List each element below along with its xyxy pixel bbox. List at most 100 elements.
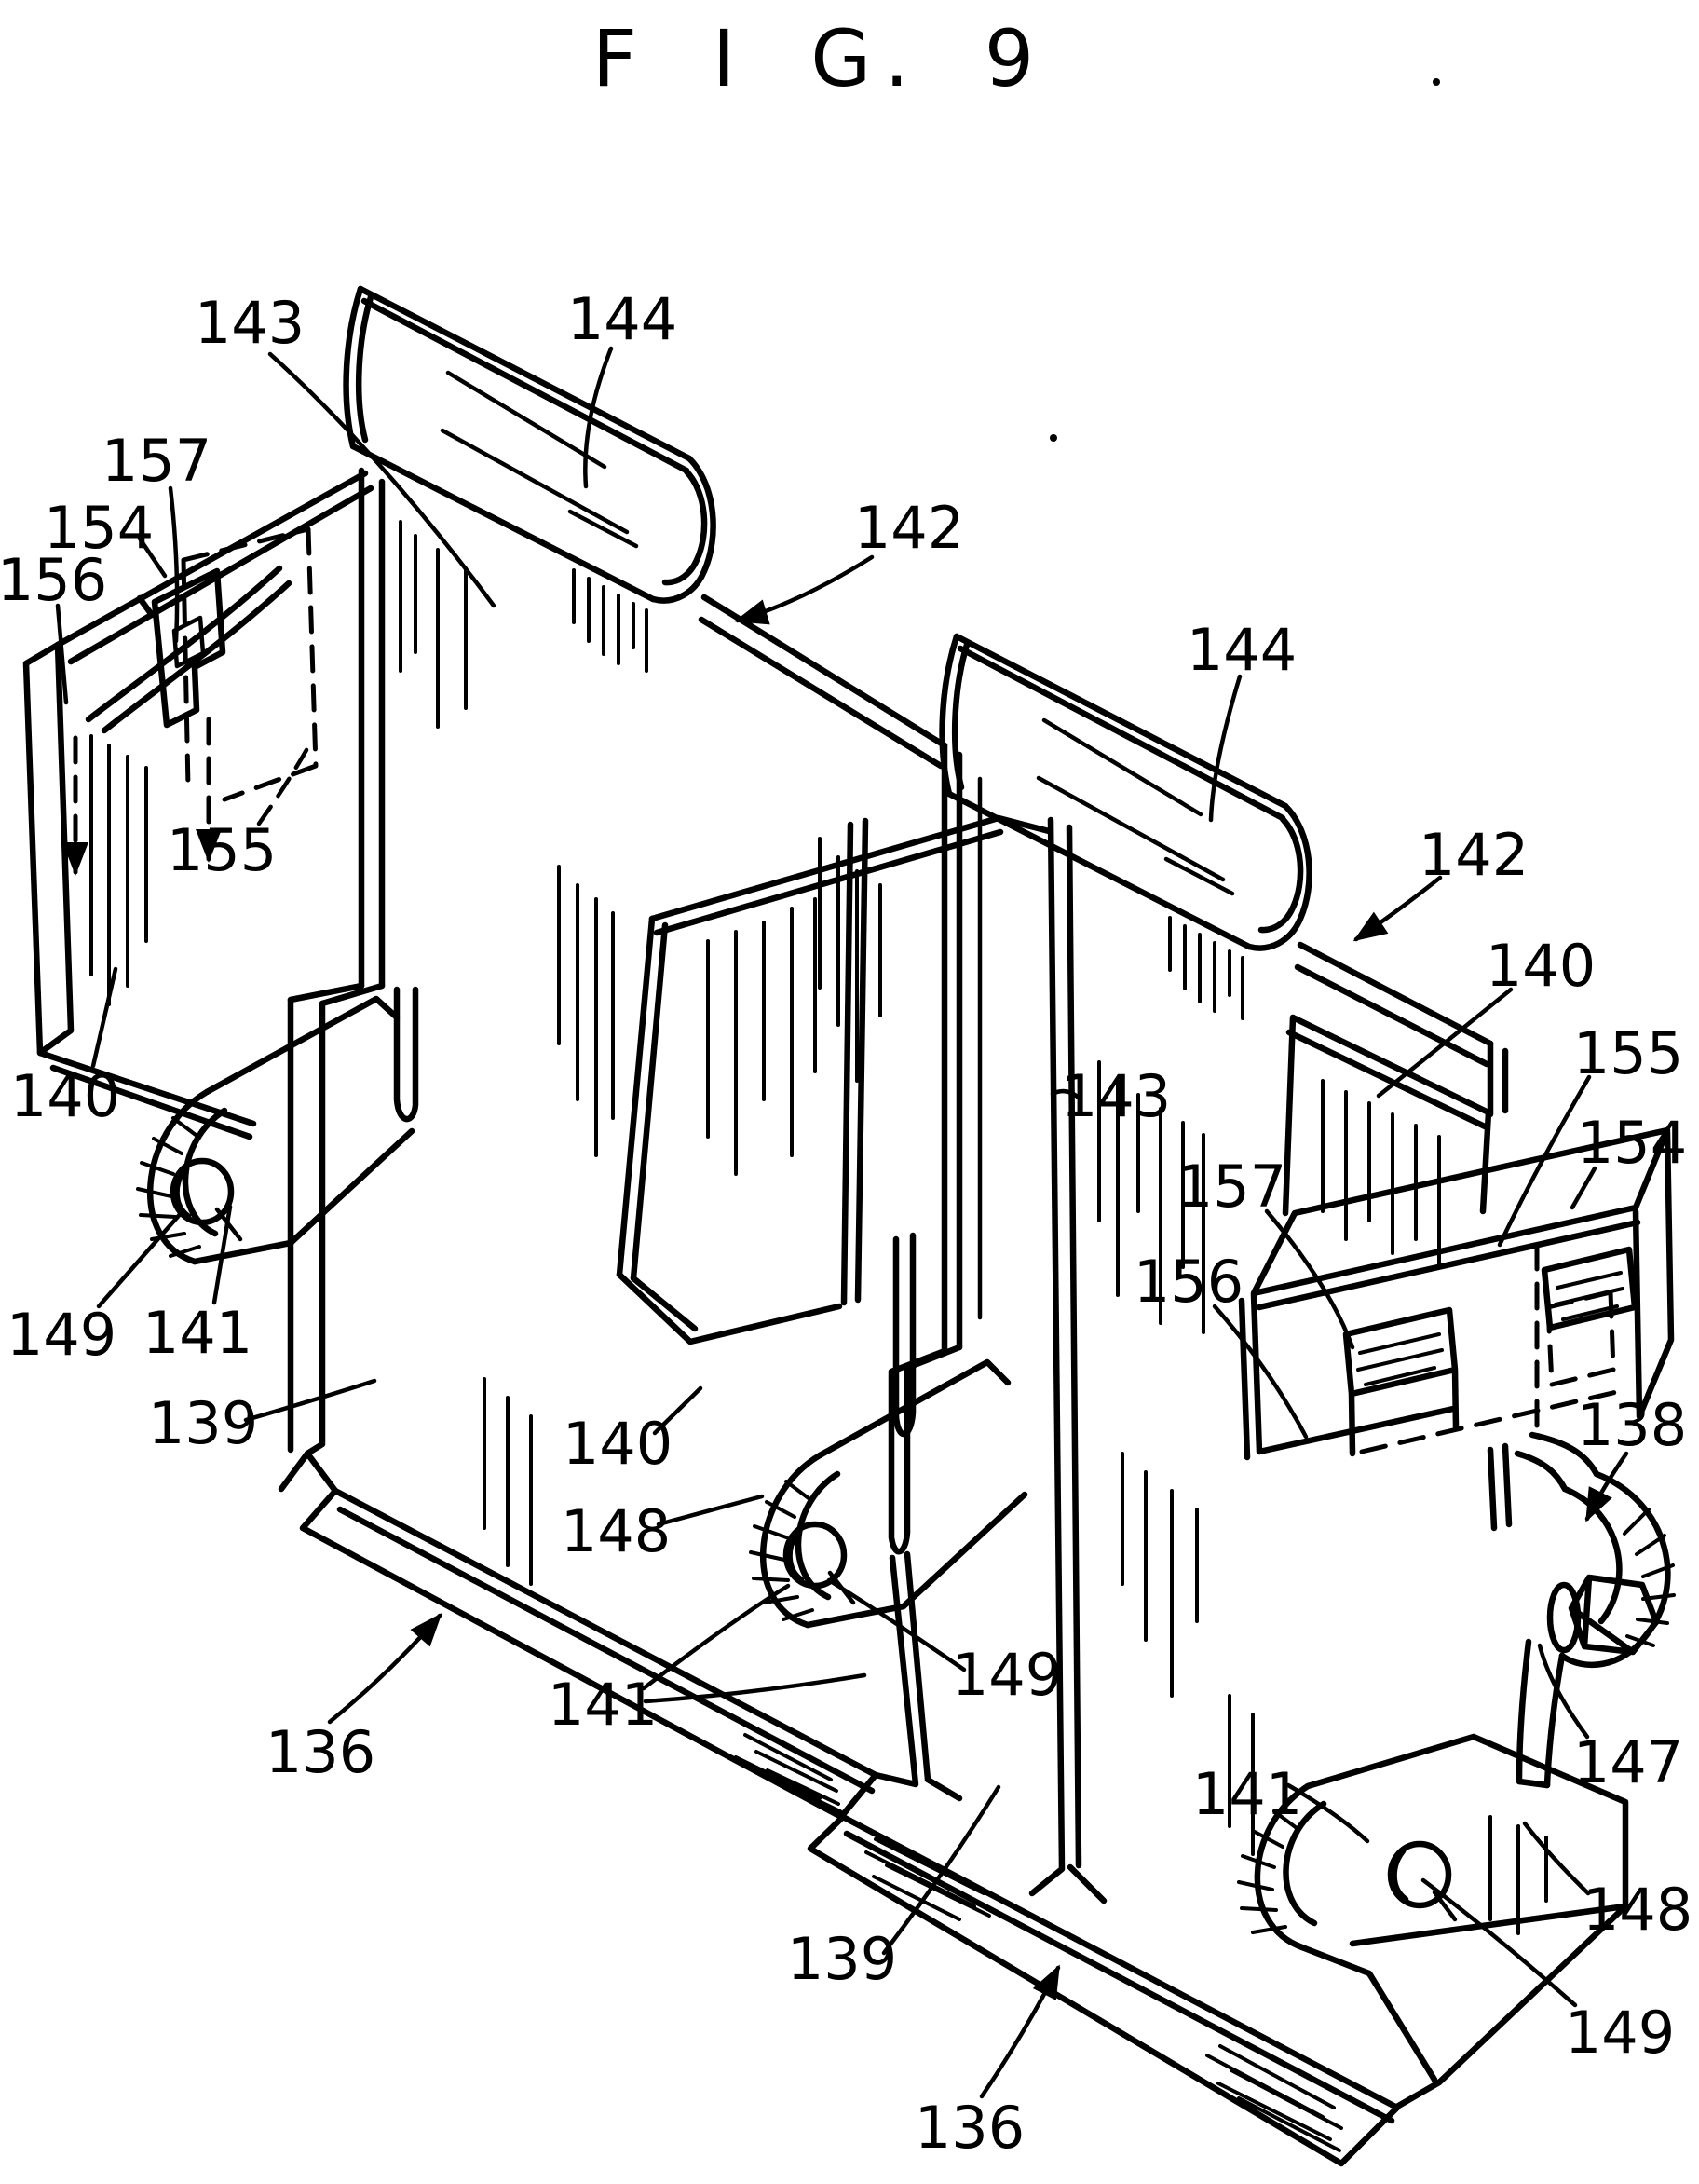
mid-bracket-140 [616, 814, 1053, 1345]
leader-142-left [734, 554, 875, 625]
right-flange-144 [939, 633, 1312, 1020]
r-bracket-left-wall [1238, 1291, 1457, 1461]
r-bracket-hidden-lines [1359, 1242, 1627, 1454]
bracket-rim-folds [54, 470, 374, 665]
r-base-outline [807, 1813, 1401, 2167]
mid-bracket-hatch [706, 897, 817, 1176]
mid-lug-cap-outer [759, 1452, 823, 1629]
ref-label-148-mid: 148 [561, 1497, 671, 1565]
leader-140-right [1376, 987, 1514, 1099]
ref-label-157-left: 157 [102, 427, 211, 495]
ink-dot-1 [1433, 78, 1440, 86]
leader-149-right [1420, 1877, 1578, 2008]
ref-label-141-left: 141 [143, 1299, 252, 1367]
mid-bracket-right-edge [840, 817, 869, 1306]
r-lug-cap-band [1283, 1800, 1327, 1927]
r-plate-right-edge-lower [1487, 1442, 1513, 1532]
flange-hook-edge-143 [343, 285, 374, 450]
stray-dots [1050, 78, 1440, 442]
mid-lug-cap-ticks [749, 1480, 814, 1621]
mid-lug-141 [749, 1232, 1028, 1629]
right-plate-139 [1028, 816, 1513, 1904]
r-bracket-back-wall [1282, 1014, 1492, 1217]
ref-label-140-right: 140 [1486, 932, 1596, 1000]
figure-title: F I G. 9 [592, 13, 1047, 104]
ref-label-143-top: 143 [195, 289, 305, 357]
ref-label-142-left: 142 [854, 494, 964, 562]
r-lug-lower-edges [1298, 1903, 1629, 2111]
leader-138 [1584, 1451, 1629, 1522]
plate-lower-right-edge [872, 1550, 963, 1802]
leader-141-mid-b [643, 1672, 867, 1704]
ink-dot-0 [1050, 434, 1057, 442]
leader-144-right [1208, 674, 1243, 823]
r-lug-top-edge [1304, 1733, 1551, 1790]
s-strap-138 [1514, 1431, 1676, 1789]
r-lug-cap-ticks [1237, 1809, 1298, 1934]
ref-label-136-mid: 136 [915, 2094, 1025, 2162]
mid-bracket-left-edge [616, 915, 669, 1282]
leader-141-left [211, 1204, 233, 1305]
r-lug-cap-outer [1254, 1782, 1312, 1951]
leader-144-left [583, 346, 614, 489]
r-plate-face-hatch [1097, 1060, 1255, 1856]
flange-top-edge [357, 285, 693, 474]
lug-bottom-edge [191, 1127, 415, 1265]
r-bracket-tab-157 [1342, 1306, 1460, 1457]
ref-label-149-right: 149 [1565, 1999, 1675, 2067]
r-plate-right-edge-upper [1487, 1040, 1509, 1118]
right-base-136 [807, 1813, 1401, 2167]
base-outline [278, 1450, 879, 1821]
leader-136-left [327, 1612, 442, 1725]
pin-149-mid [782, 1521, 848, 1590]
ref-label-157-right: 157 [1176, 1153, 1286, 1221]
flange-hang-hatch [572, 568, 648, 673]
leader-154-right [1570, 1166, 1597, 1210]
r-flange-rounded-cap [1245, 802, 1312, 951]
r-plate-top-band [1294, 941, 1494, 1068]
r-flange-hook-edge-143 [939, 633, 971, 798]
ref-label-141-right: 141 [1192, 1760, 1302, 1828]
bracket-outer-wall [22, 641, 75, 1057]
leader-139-left [243, 1378, 377, 1423]
clip-hole-154 [171, 615, 206, 669]
lug-cap-outer [146, 1088, 211, 1265]
leader-136-mid [979, 1964, 1061, 2099]
left-flange-144 [343, 285, 716, 673]
mid-lug-top-edge [816, 1358, 1012, 1459]
r-plate-left-edge [1028, 816, 1108, 1904]
ref-label-138: 138 [1577, 1391, 1687, 1459]
leader-154-left [137, 536, 168, 579]
base-top-edge [332, 1487, 879, 1795]
hex-pin-shank [1546, 1581, 1582, 1654]
ref-label-136-left: 136 [265, 1718, 375, 1786]
pin-149-right [1387, 1840, 1452, 1909]
ref-label-142-right: 142 [1419, 821, 1529, 889]
flange-speed-lines [440, 370, 639, 549]
r-flange-top-edge [953, 633, 1289, 822]
flange-rounded-cap [649, 455, 716, 604]
right-lug-141 [1237, 1733, 1629, 2111]
ref-label-140-left: 140 [10, 1062, 120, 1130]
pin-149-right-crescent [1393, 1849, 1458, 1922]
ref-label-154-left: 154 [44, 494, 154, 562]
clip-tick [136, 594, 156, 619]
leader-140-mid [652, 1385, 703, 1436]
leader-155-right [1497, 1074, 1592, 1248]
ref-label-148-right: 148 [1583, 1876, 1692, 1944]
ref-label-149-mid: 149 [952, 1641, 1062, 1709]
plate-notch [888, 1344, 963, 1555]
r-bracket-tab-hatch [1356, 1271, 1624, 1386]
ref-label-155-right: 155 [1573, 1019, 1683, 1087]
r-bracket-right-wall [1632, 1128, 1675, 1420]
left-lug-141 [136, 986, 419, 1265]
leader-141-mid [641, 1583, 791, 1691]
pin-149-left [170, 1157, 235, 1226]
mid-strap-channel-148 [892, 1232, 917, 1438]
ref-label-139-mid: 139 [787, 1925, 897, 1993]
ref-label-140-mid: 140 [563, 1410, 673, 1478]
leader-143-mid [1050, 1088, 1083, 1102]
lug-top-edge [203, 995, 401, 1096]
